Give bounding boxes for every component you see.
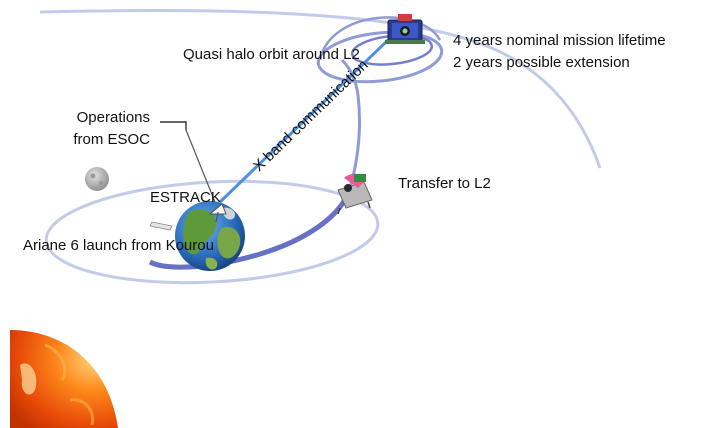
operations-label-line-1: Operations bbox=[76, 109, 150, 126]
operations-pointer-line bbox=[185, 129, 218, 208]
halo-orbit-label: Quasi halo orbit around L2 bbox=[183, 46, 360, 63]
launch-label: Ariane 6 launch from Kourou bbox=[23, 237, 214, 254]
lunar-orbit-ellipse bbox=[44, 179, 380, 285]
mission-lifetime-line-2: 2 years possible extension bbox=[453, 54, 630, 71]
x-band-label: X band communication bbox=[250, 57, 372, 175]
transfer-label: Transfer to L2 bbox=[398, 175, 491, 192]
operations-leader-line bbox=[160, 121, 187, 130]
sun-icon bbox=[10, 322, 124, 428]
transfer-trajectory-upper bbox=[340, 58, 362, 189]
halo-orbit-outer bbox=[316, 30, 444, 84]
moon-icon bbox=[85, 167, 109, 191]
transfer-trajectory-lower bbox=[148, 187, 353, 270]
spacecraft-transfer-icon bbox=[337, 173, 373, 215]
estrack-label: ESTRACK bbox=[150, 189, 221, 206]
earth-globe-icon bbox=[175, 201, 245, 271]
earth-sun-orbit-arc bbox=[39, 8, 602, 169]
rocket-icon bbox=[149, 221, 173, 231]
operations-label-line-2: from ESOC bbox=[73, 131, 150, 148]
ground-station-antenna-icon bbox=[208, 203, 227, 223]
x-band-link-line bbox=[218, 38, 390, 204]
mission-lifetime-line-1: 4 years nominal mission lifetime bbox=[453, 32, 666, 49]
halo-orbit-swing bbox=[318, 16, 442, 61]
spacecraft-icon bbox=[385, 14, 425, 44]
